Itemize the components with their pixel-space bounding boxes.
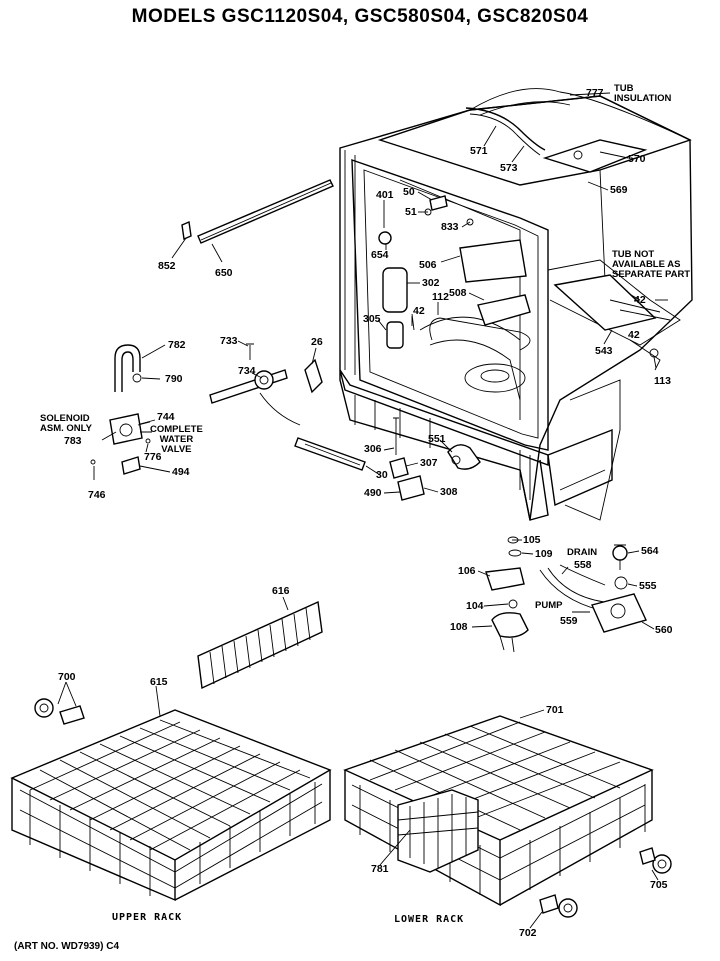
part-label: 307: [420, 457, 438, 469]
part-label: 106: [458, 565, 476, 577]
part-label: 700: [58, 671, 76, 683]
lower-parts: [294, 417, 481, 501]
part-label: 108: [450, 621, 468, 633]
part-label: 833: [441, 221, 459, 233]
pump-assembly: [485, 536, 647, 653]
part-label: 42: [628, 329, 640, 341]
tub-assembly: [339, 88, 693, 521]
part-label: 776: [144, 451, 162, 463]
part-label: 401: [376, 189, 394, 201]
art-number: (ART NO. WD7939) C4: [14, 941, 120, 952]
part-label: 733: [220, 335, 238, 347]
part-label: 650: [215, 267, 233, 279]
part-label: 616: [272, 585, 290, 597]
part-label: 543: [595, 345, 613, 357]
part-label: 569: [610, 184, 628, 196]
part-label: 42: [634, 294, 646, 306]
door-strip-650: [181, 179, 334, 244]
part-label: 113: [654, 375, 671, 387]
part-label: 560: [655, 624, 673, 636]
lower-wheels: [539, 847, 672, 918]
part-label: 783: [64, 435, 82, 447]
latch-assembly: [209, 343, 323, 426]
part-label: 50: [403, 186, 415, 198]
part-label: 494: [172, 466, 190, 478]
hose-782: [114, 344, 142, 392]
part-label: 781: [371, 863, 389, 875]
part-label: 551: [428, 433, 446, 445]
leader-lines: [57, 92, 668, 929]
part-label: 305: [363, 313, 381, 325]
part-label: 746: [88, 489, 106, 501]
part-label: 573: [500, 162, 518, 174]
note-pump: PUMP: [535, 600, 563, 611]
part-label: 702: [519, 927, 537, 939]
part-label: 42: [413, 305, 425, 317]
rack-divider-616: [197, 600, 323, 690]
part-label: 852: [158, 260, 176, 272]
note-drain: DRAIN: [567, 547, 598, 558]
part-label: 744: [157, 411, 175, 423]
part-label: 112: [432, 291, 449, 303]
part-label: 104: [466, 600, 484, 612]
part-label: 705: [650, 879, 668, 891]
rack-wheel-700: [34, 698, 85, 725]
part-label: 555: [639, 580, 657, 592]
part-label: 51: [405, 206, 417, 218]
part-label: 734: [238, 365, 256, 377]
part-label: 109: [535, 548, 553, 560]
part-label: 571: [470, 145, 488, 157]
part-label: 302: [422, 277, 440, 289]
water-valve: [90, 413, 152, 475]
part-label: 615: [150, 676, 168, 688]
part-label: 30: [376, 469, 388, 481]
part-label: 564: [641, 545, 659, 557]
page-title: MODELS GSC1120S04, GSC580S04, GSC820S04: [131, 6, 589, 27]
part-label: 308: [440, 486, 458, 498]
part-label: 506: [419, 259, 437, 271]
part-label: 306: [364, 443, 382, 455]
upper-rack: [10, 709, 332, 902]
part-label: 105: [523, 534, 541, 546]
part-label: 558: [574, 559, 592, 571]
lower-rack: [343, 715, 654, 907]
part-label: 490: [364, 487, 382, 499]
caption-upper-rack: UPPER RACK: [112, 912, 183, 923]
caption-lower-rack: LOWER RACK: [394, 914, 465, 925]
part-label: 701: [546, 704, 564, 716]
part-label: 508: [449, 287, 467, 299]
part-label: 559: [560, 615, 578, 627]
part-label: 777: [586, 87, 604, 99]
part-label: 782: [168, 339, 186, 351]
part-label: 26: [311, 336, 323, 348]
part-label: 570: [628, 153, 646, 165]
part-label: 654: [371, 249, 389, 261]
part-label: 790: [165, 373, 183, 385]
